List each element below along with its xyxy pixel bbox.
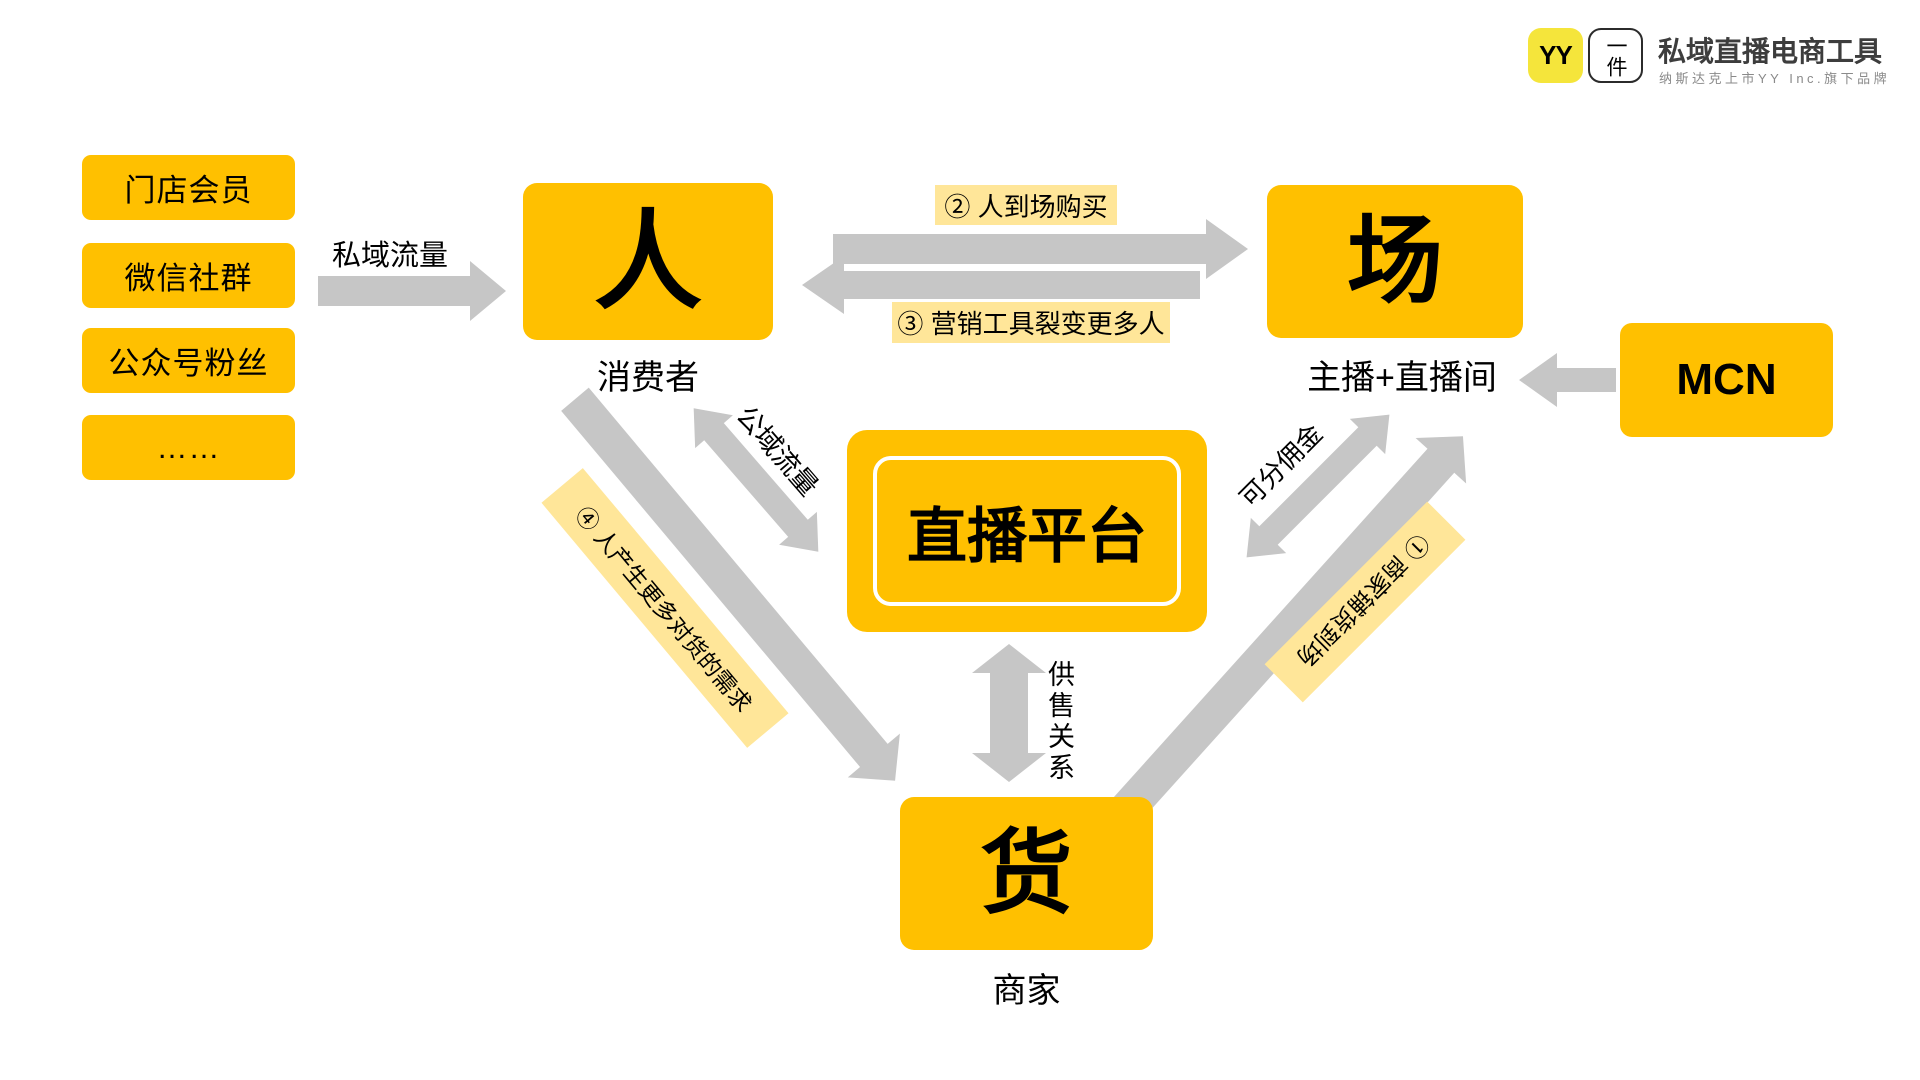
node-people-label: 人 (593, 200, 702, 322)
yijian-logo-text: 一件 (1604, 34, 1628, 77)
source-label: 公众号粉丝 (108, 346, 269, 381)
node-venue-caption: 主播+直播间 (1307, 359, 1497, 397)
node-mcn-label: MCN (1676, 355, 1777, 404)
source-box-store-members: 门店会员 (82, 155, 295, 220)
arrow-supply-sale (972, 644, 1046, 782)
arrow-public-traffic (693, 408, 819, 552)
arrow-private-traffic (318, 261, 506, 321)
arrow-people-to-goods (561, 387, 900, 781)
source-label: 微信社群 (124, 261, 253, 296)
node-people: 人 (523, 183, 773, 340)
arrow-goods-to-venue (1109, 436, 1467, 826)
node-venue: 场 (1267, 185, 1523, 338)
node-platform-label: 直播平台 (907, 502, 1147, 570)
source-label: …… (156, 429, 221, 465)
platform-inner-frame (873, 456, 1181, 606)
source-box-official-account-fans: 公众号粉丝 (82, 328, 295, 393)
node-goods-label: 货 (980, 822, 1073, 925)
source-label: 门店会员 (124, 173, 253, 208)
label-step3: ③ 营销工具裂变更多人 (892, 302, 1170, 343)
brand-subtitle: 纳斯达克上市YY Inc.旗下品牌 (1659, 71, 1891, 86)
arrow-people-to-venue (833, 219, 1248, 279)
node-goods-caption: 商家 (992, 972, 1061, 1010)
brand-title: 私域直播电商工具 (1658, 36, 1883, 67)
node-platform: 直播平台 (847, 430, 1207, 632)
label-step2: ② 人到场购买 (935, 185, 1117, 225)
node-mcn: MCN (1620, 323, 1833, 437)
node-people-caption: 消费者 (597, 359, 699, 397)
node-goods: 货 (900, 797, 1153, 950)
yijian-logo: 一件 (1588, 28, 1643, 83)
label-supply-sale: 供售关系 (1044, 660, 1074, 784)
arrow-mcn-to-venue (1519, 353, 1616, 407)
arrow-venue-to-people (802, 256, 1200, 314)
node-venue-label: 场 (1347, 207, 1443, 315)
yy-logo: YY (1528, 28, 1583, 83)
source-box-ellipsis: …… (82, 415, 295, 480)
label-private-traffic: 私域流量 (331, 240, 448, 272)
yy-logo-text: YY (1539, 40, 1573, 70)
arrow-commission-share (1246, 414, 1390, 558)
source-box-wechat-groups: 微信社群 (82, 243, 295, 308)
